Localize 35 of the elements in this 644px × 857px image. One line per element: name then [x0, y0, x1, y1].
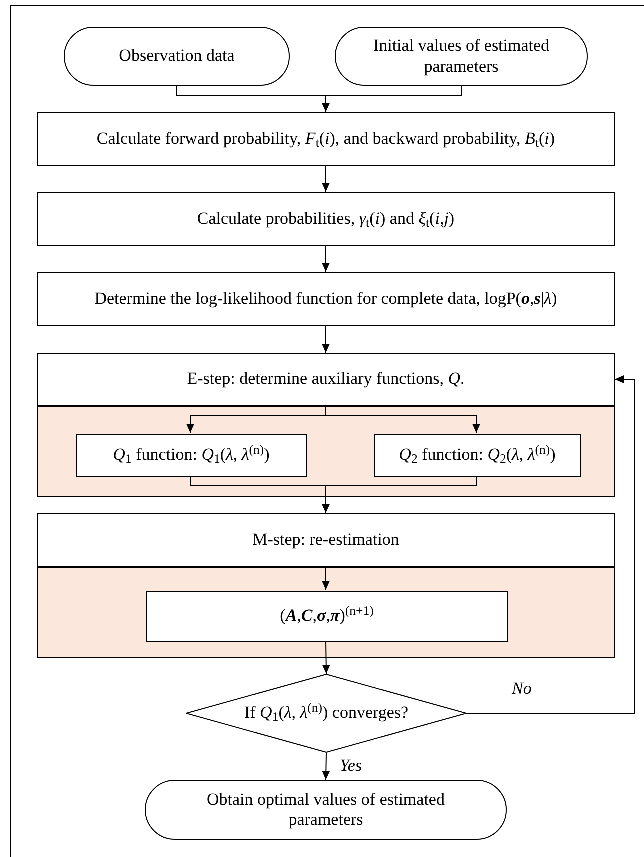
node-text: (A,C,σ,π)$^{(n+1)}$: [279, 606, 375, 627]
arrow: [322, 640, 330, 674]
arrow: [322, 326, 330, 354]
node-text: Calculate probabilities, γ$_{t}$(i) and ξ$_{t}$(i,j): [196, 208, 456, 230]
arrow: [322, 166, 330, 192]
process-box: [37, 272, 615, 326]
node-text: Obtain optimal values of estimated parameters: [206, 790, 446, 830]
arrow: [322, 246, 330, 272]
group-band: [37, 406, 615, 497]
node-text: Observation data: [118, 46, 236, 67]
process-box: [37, 112, 615, 166]
process-box: [37, 513, 615, 567]
process-box: [76, 434, 307, 477]
decision-diamond: [186, 674, 467, 753]
node-text: Initial values of estimated parameters: [372, 36, 551, 77]
arrow: [322, 566, 330, 590]
node-text: If Q$_{1}$(λ, λ$^{(n)}$) converges?: [243, 703, 410, 724]
arrow: [322, 752, 330, 780]
group-band: [37, 567, 615, 658]
edge-label: Yes: [338, 757, 364, 774]
node-text: M-step: re-estimation: [252, 530, 400, 550]
node-text: E-step: determine auxiliary functions, Q.: [186, 369, 466, 390]
process-box: [37, 353, 615, 406]
process-box: [37, 192, 615, 246]
edge-label: No: [510, 680, 534, 697]
arrow: [322, 86, 462, 112]
arrow: [466, 376, 636, 714]
arrow: [326, 406, 480, 434]
node-text: Q$_{1}$ function: Q$_{1}$(λ, λ$^{(n)}$): [112, 445, 271, 466]
process-box: [374, 434, 581, 477]
process-box: [146, 591, 508, 642]
node-text: Q$_{2}$ function: Q$_{2}$(λ, λ$^{(n)}$): [398, 445, 557, 466]
node-text: Calculate forward probability, F$_{t}$(i), and backward probability, B$_{t}$(i): [96, 128, 556, 150]
arrow: [322, 476, 477, 514]
node-text: Determine the log-likelihood function for complete data, logP(o,s|λ): [94, 288, 558, 310]
